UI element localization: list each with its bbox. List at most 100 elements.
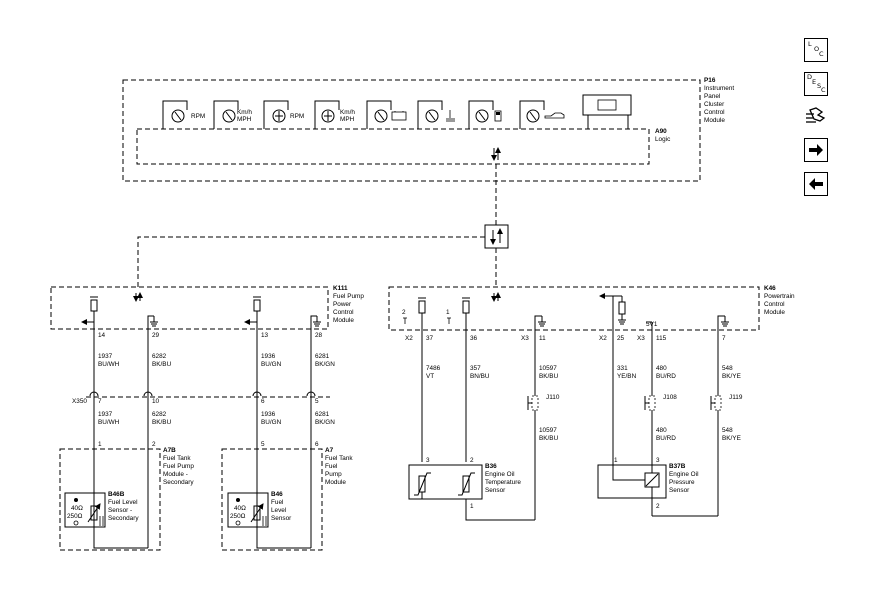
loc-icon: L O C — [805, 39, 827, 61]
svg-text:VT: VT — [426, 373, 434, 380]
svg-text:B36: B36 — [485, 463, 497, 470]
svg-text:Fuel Pump: Fuel Pump — [163, 463, 194, 470]
k46-ground-1 — [534, 315, 546, 330]
svg-text:Instrument: Instrument — [704, 85, 734, 92]
svg-text:BK/BU: BK/BU — [152, 361, 172, 368]
svg-text:Engine Oil: Engine Oil — [485, 471, 515, 478]
desc-letter-s: S — [817, 82, 822, 90]
connector-view-button[interactable] — [804, 105, 828, 129]
svg-text:Secondary: Secondary — [108, 515, 139, 522]
svg-text:10597: 10597 — [539, 427, 557, 434]
display-icon — [597, 99, 617, 111]
svg-text:BK/BU: BK/BU — [152, 419, 172, 426]
svg-text:Module: Module — [704, 117, 725, 124]
svg-text:Module: Module — [333, 317, 354, 324]
svg-text:MPH: MPH — [340, 116, 355, 123]
svg-text:480: 480 — [656, 427, 667, 434]
k111-driver-2 — [244, 296, 261, 325]
svg-text:1: 1 — [470, 503, 474, 510]
gauge-speedometer: Km/h MPH — [213, 100, 252, 129]
svg-text:7486: 7486 — [426, 365, 441, 372]
serial-data-bus — [137, 164, 509, 287]
svg-text:331: 331 — [617, 365, 628, 372]
ipc-title: P16 Instrument Panel Cluster Control Mod… — [704, 77, 734, 124]
svg-text:1936: 1936 — [261, 411, 276, 418]
svg-text:P16: P16 — [704, 77, 716, 84]
svg-text:1: 1 — [98, 441, 102, 448]
svg-text:Logic: Logic — [655, 136, 671, 143]
location-button[interactable]: L O C — [804, 38, 828, 62]
svg-text:BK/GN: BK/GN — [315, 419, 335, 426]
svg-text:BU/GN: BU/GN — [261, 361, 282, 368]
svg-text:40Ω: 40Ω — [71, 505, 83, 512]
svg-text:40Ω: 40Ω — [234, 505, 246, 512]
a7b-title: A7B Fuel Tank Fuel Pump Module - Seconda… — [163, 447, 194, 486]
svg-text:BK/BU: BK/BU — [539, 373, 559, 380]
next-button[interactable] — [804, 138, 828, 162]
splice-j110: J110 — [527, 394, 560, 411]
battery-icon — [391, 111, 407, 121]
svg-text:B37B: B37B — [669, 463, 686, 470]
b37b-title: B37B Engine Oil Pressure Sensor — [669, 463, 699, 494]
svg-text:5: 5 — [261, 441, 265, 448]
a7-module: A7 Fuel Tank Fuel Pump Module 40Ω 250Ω B… — [221, 447, 353, 551]
b37b-sensor: 1 3 2 B37B Engine Oil Pressure Sensor — [597, 457, 718, 517]
svg-text:J119: J119 — [729, 394, 743, 401]
svg-text:250Ω: 250Ω — [230, 513, 246, 520]
splice-j119: J119 — [710, 394, 743, 411]
svg-text:Km/h: Km/h — [340, 109, 355, 116]
k111-driver-1 — [81, 296, 98, 325]
svg-text:Fuel: Fuel — [325, 463, 337, 470]
svg-text:Module: Module — [764, 309, 785, 316]
svg-text:6281: 6281 — [315, 411, 330, 418]
svg-text:1: 1 — [614, 457, 618, 464]
svg-text:250Ω: 250Ω — [67, 513, 83, 520]
svg-text:X2: X2 — [405, 335, 413, 342]
k46-ground-2 — [717, 315, 729, 330]
splice-j108: J108 — [644, 394, 677, 411]
b36-sensor: 3 2 1 B36 Engine Oil Temperature Sensor — [408, 457, 535, 521]
svg-text:BN/BU: BN/BU — [470, 373, 490, 380]
svg-text:Fuel: Fuel — [271, 499, 283, 506]
svg-text:548: 548 — [722, 427, 733, 434]
svg-text:Fuel Tank: Fuel Tank — [325, 455, 353, 462]
a7b-module: A7B Fuel Tank Fuel Pump Module - Seconda… — [59, 447, 194, 551]
svg-text:3: 3 — [656, 457, 660, 464]
b46-fuel-level-sensor: 40Ω 250Ω B46 Fuel Level Sensor — [227, 491, 292, 528]
svg-text:7: 7 — [722, 335, 726, 342]
svg-text:115: 115 — [656, 335, 667, 342]
svg-text:548: 548 — [722, 365, 733, 372]
gauge-tachometer-led: RPM — [263, 100, 304, 129]
desc-letter-c: C — [821, 86, 826, 94]
svg-text:MPH: MPH — [237, 116, 252, 123]
svg-text:5: 5 — [315, 398, 319, 405]
svg-text:Sensor: Sensor — [669, 487, 690, 494]
svg-text:36: 36 — [470, 335, 478, 342]
svg-text:10: 10 — [152, 398, 160, 405]
svg-text:6: 6 — [315, 441, 319, 448]
svg-text:BK/GN: BK/GN — [315, 361, 335, 368]
svg-text:A7: A7 — [325, 447, 334, 454]
svg-text:Fuel Pump: Fuel Pump — [333, 293, 364, 300]
logic-label: A90 Logic — [655, 128, 671, 143]
gateway-box — [484, 224, 509, 249]
svg-text:6282: 6282 — [152, 353, 167, 360]
svg-text:Module: Module — [325, 479, 346, 486]
svg-text:Sensor: Sensor — [271, 515, 292, 522]
svg-text:BU/WH: BU/WH — [98, 419, 120, 426]
description-button[interactable]: D E S C — [804, 72, 828, 96]
svg-text:Temperature: Temperature — [485, 479, 521, 486]
svg-text:Sensor -: Sensor - — [108, 507, 132, 514]
arrow-right-icon — [809, 144, 823, 156]
svg-text:6281: 6281 — [315, 353, 330, 360]
svg-text:13: 13 — [261, 332, 269, 339]
loc-letter-l: L — [808, 40, 812, 48]
svg-text:10597: 10597 — [539, 365, 557, 372]
svg-text:BU/RD: BU/RD — [656, 435, 676, 442]
previous-button[interactable] — [804, 172, 828, 196]
svg-text:Control: Control — [333, 309, 354, 316]
svg-text:X3: X3 — [637, 335, 645, 342]
svg-text:A90: A90 — [655, 128, 667, 135]
a7-title: A7 Fuel Tank Fuel Pump Module — [325, 447, 353, 486]
